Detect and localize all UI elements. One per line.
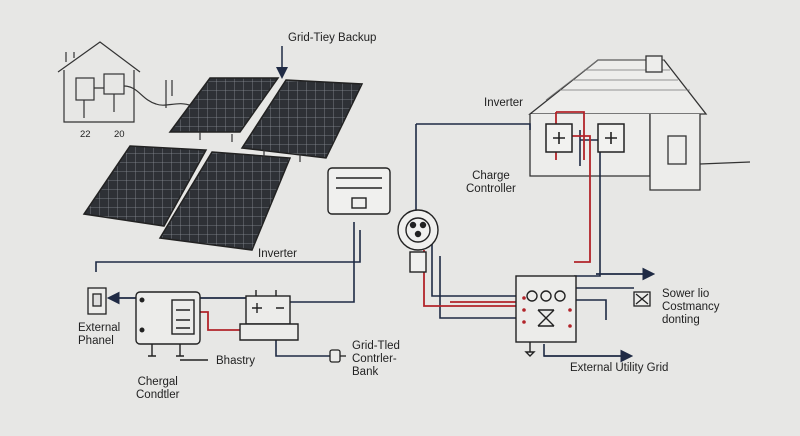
charge-controller-icon xyxy=(135,291,208,361)
connector-icon xyxy=(397,209,439,273)
label-chergal-condtler: Chergal Condtler xyxy=(136,376,180,401)
label-inverter-mid: Inverter xyxy=(258,248,297,260)
distribution-box-icon xyxy=(515,275,577,357)
label-grid-tied-bank: Grid-Tled Contrler- Bank xyxy=(352,340,400,378)
battery-icon xyxy=(239,290,299,341)
label-num-20: 20 xyxy=(114,129,125,140)
battery-charger-icon xyxy=(327,167,391,215)
plug-icon xyxy=(329,349,346,363)
label-num-22: 22 xyxy=(80,129,91,140)
house-sketch-icon xyxy=(57,41,193,123)
label-inverter-top: Inverter xyxy=(484,97,523,109)
label-external-utility-grid: External Utility Grid xyxy=(570,362,669,374)
external-panel-icon xyxy=(87,287,107,315)
house-icon xyxy=(528,55,751,191)
label-external-phanel: External Phanel xyxy=(78,322,121,347)
solar-panel-array-icon xyxy=(82,77,364,251)
label-bhastry: Bhastry xyxy=(216,355,255,367)
label-sower-lio: Sower lio Costmancy donting xyxy=(662,288,720,326)
label-charge-controller: Charge Controller xyxy=(466,170,516,195)
switch-box-icon xyxy=(633,291,651,307)
label-grid-tie-backup: Grid-Tiey Backup xyxy=(288,32,377,44)
inverter-unit-icon xyxy=(545,123,625,153)
